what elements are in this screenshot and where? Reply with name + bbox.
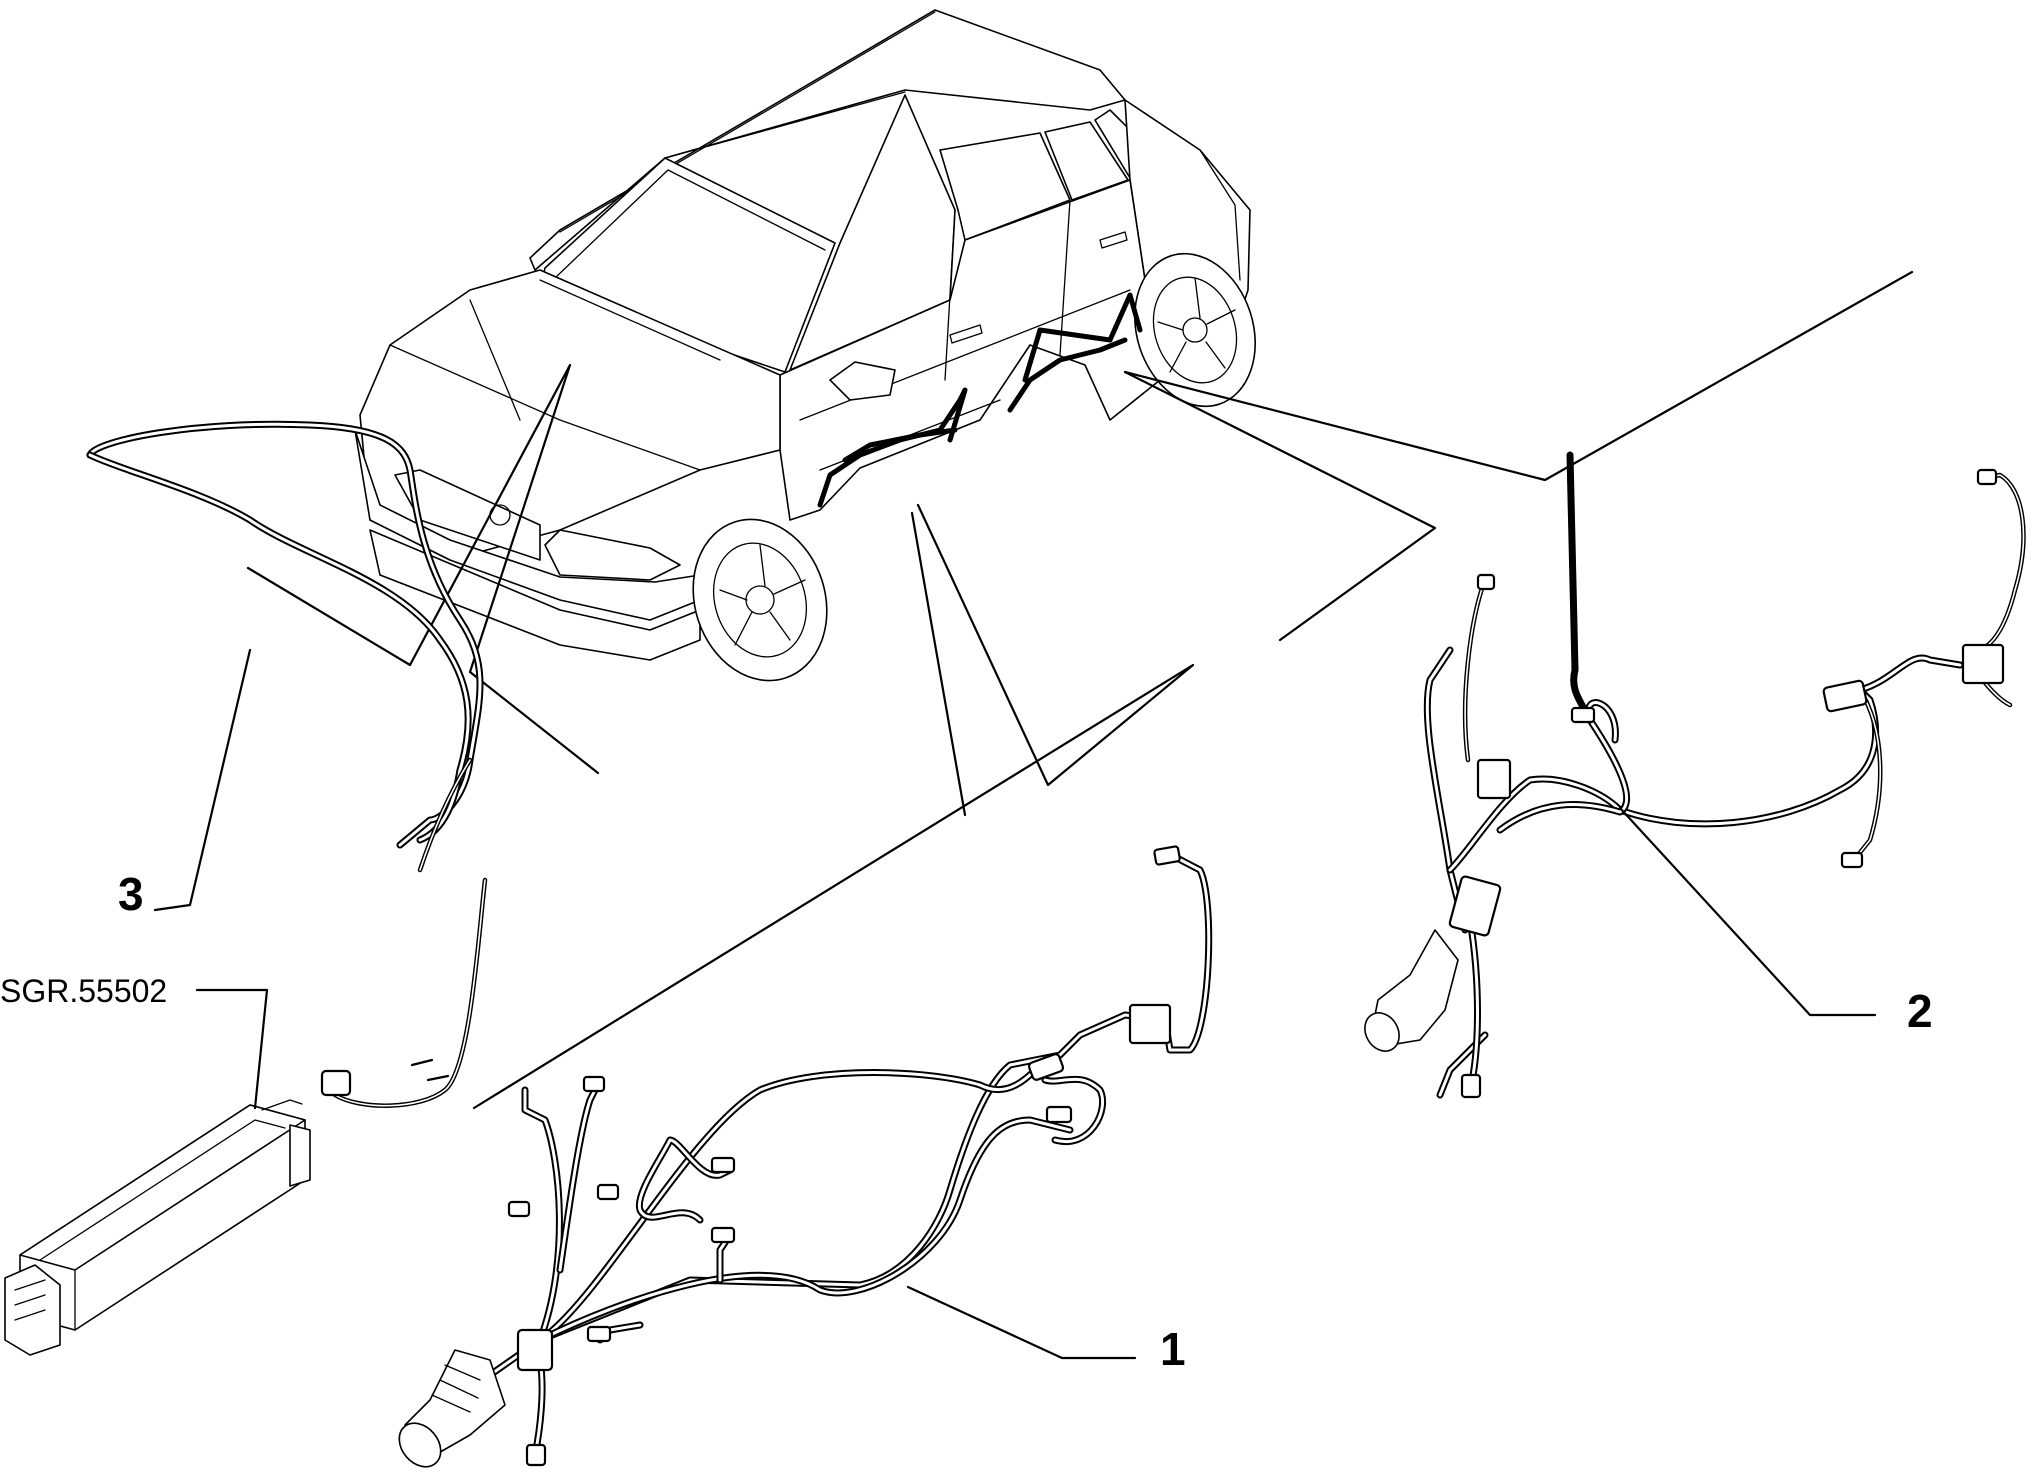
callout-2: 2	[1907, 985, 1933, 1037]
harness-3	[86, 420, 488, 1108]
callout-3: 3	[118, 868, 144, 920]
leader-lines	[246, 270, 1914, 1110]
harness-2	[1364, 451, 2026, 1099]
ecu-module	[4, 1099, 311, 1356]
harness-1	[398, 845, 1213, 1468]
callout-leaders	[153, 648, 1877, 1360]
car-illustration	[354, 9, 1256, 682]
callout-1: 1	[1160, 1323, 1186, 1375]
reference-code: SGR.55502	[0, 973, 167, 1009]
